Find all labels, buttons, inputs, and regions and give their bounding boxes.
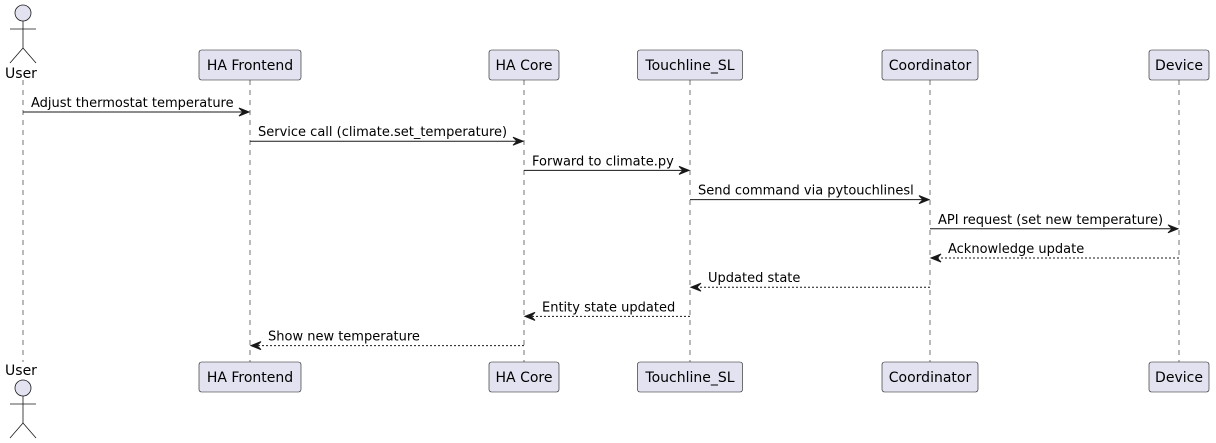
actor-label-top: User (5, 66, 37, 82)
participant-label: HA Frontend (207, 58, 293, 74)
message: Service call (climate.set_temperature) (250, 125, 525, 146)
message-arrowhead (523, 311, 536, 321)
participant-label: HA Frontend (207, 370, 293, 386)
participant-ha_frontend-top: HA Frontend (198, 49, 302, 81)
message: Show new temperature (249, 330, 524, 351)
participant-box (881, 49, 979, 81)
lifelines (22, 80, 1180, 362)
message: Updated state (689, 271, 930, 292)
message-label: API request (set new temperature) (938, 213, 1163, 228)
participant-device-top: Device (1148, 49, 1210, 81)
participant-touchline_sl-bottom: Touchline_SL (637, 361, 743, 393)
actor-leg-right (22, 422, 37, 439)
participant-box (881, 361, 979, 393)
participant-label: HA Core (496, 370, 553, 386)
message-label: Service call (climate.set_temperature) (258, 125, 507, 140)
participant-label: Coordinator (889, 58, 972, 74)
participant-ha_frontend-bottom: HA Frontend (198, 361, 302, 393)
message-label: Send command via pytouchlinesl (698, 184, 914, 199)
participant-label: Device (1155, 370, 1203, 386)
message-arrowhead (929, 253, 942, 263)
participant-box (488, 361, 560, 393)
message-arrowhead (249, 341, 262, 351)
actor-leg-left (9, 47, 24, 64)
participant-label: Touchline_SL (644, 58, 734, 74)
participant-box (198, 361, 302, 393)
message-label: Updated state (708, 271, 800, 286)
actor-head (14, 379, 32, 397)
message-arrowhead (689, 282, 702, 292)
participant-ha_core-bottom: HA Core (488, 361, 560, 393)
message-label: Entity state updated (542, 300, 675, 315)
participant-label: Coordinator (889, 370, 972, 386)
participant-ha_core-top: HA Core (488, 49, 560, 81)
message-label: Forward to climate.py (532, 154, 674, 169)
message: Send command via pytouchlinesl (690, 184, 931, 205)
participant-box (198, 49, 302, 81)
message-arrowhead (1167, 224, 1180, 234)
message-label: Show new temperature (268, 330, 420, 345)
participant-coordinator-bottom: Coordinator (881, 361, 979, 393)
participant-coordinator-top: Coordinator (881, 49, 979, 81)
participant-touchline_sl-top: Touchline_SL (637, 49, 743, 81)
message-arrowhead (238, 107, 251, 117)
participant-box (637, 361, 743, 393)
actor-label-bottom: User (5, 363, 37, 379)
actor-figure-top (9, 4, 37, 64)
participant-device-bottom: Device (1148, 361, 1210, 393)
message: Adjust thermostat temperature (23, 96, 251, 117)
message-arrowhead (918, 195, 931, 205)
participant-label: Touchline_SL (644, 370, 734, 386)
message: Forward to climate.py (524, 154, 691, 175)
participant-box (1148, 49, 1210, 81)
message: API request (set new temperature) (930, 213, 1180, 234)
message-arrowhead (512, 136, 525, 146)
participant-label: HA Core (496, 58, 553, 74)
message-arrowhead (678, 165, 691, 175)
actor-leg-right (22, 47, 37, 64)
participant-box (488, 49, 560, 81)
participant-label: Device (1155, 58, 1203, 74)
message-label: Acknowledge update (948, 242, 1084, 257)
message-label: Adjust thermostat temperature (31, 96, 234, 111)
participant-box (637, 49, 743, 81)
message: Entity state updated (523, 300, 690, 321)
message: Acknowledge update (929, 242, 1179, 263)
actor-leg-left (9, 422, 24, 439)
participant-box (1148, 361, 1210, 393)
actor-head (14, 4, 32, 22)
actor-figure-bottom (9, 379, 37, 439)
